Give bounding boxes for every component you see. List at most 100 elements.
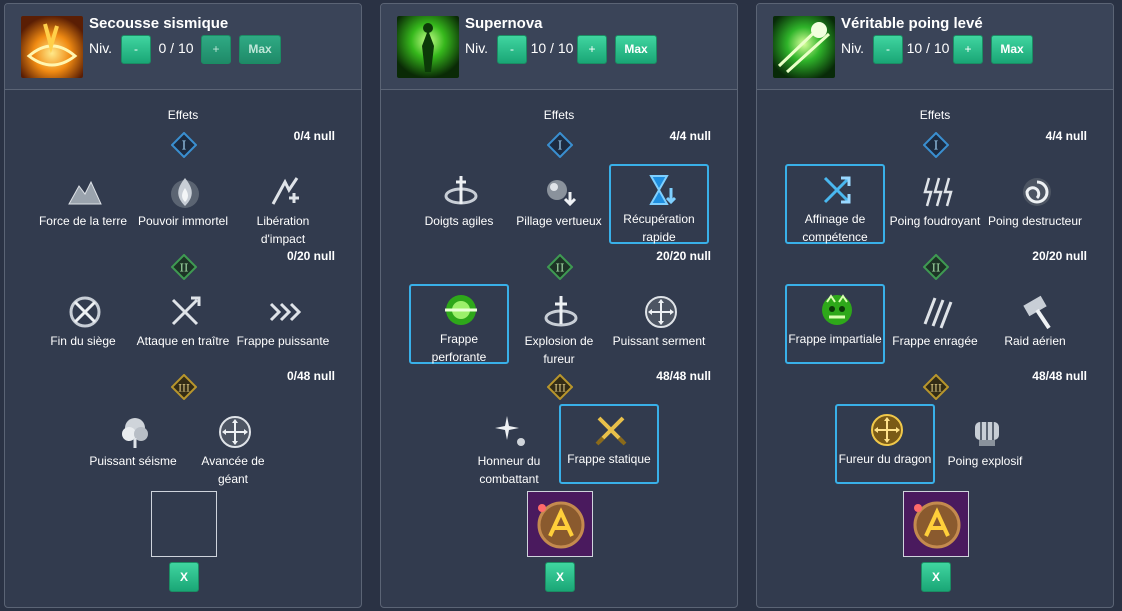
- bow-icon: [171, 296, 201, 326]
- skill-node[interactable]: Puissant serment: [609, 286, 709, 366]
- skill-label: Frappe statique: [567, 452, 651, 466]
- level-decrease-button[interactable]: -: [873, 35, 903, 64]
- skill-label: Frappe enragée: [892, 334, 978, 348]
- svg-text:I: I: [934, 139, 939, 153]
- skill-node[interactable]: Libération d'impact: [233, 166, 333, 246]
- skill-node[interactable]: Honneur du combattant: [459, 406, 559, 486]
- skill-node[interactable]: Poing foudroyant: [885, 166, 985, 246]
- tier-2-icon: II: [171, 254, 197, 280]
- mountain-icon: [68, 180, 102, 205]
- level-decrease-button[interactable]: -: [121, 35, 151, 64]
- skill-node[interactable]: Pouvoir immortel: [133, 166, 233, 246]
- level-max-button[interactable]: Max: [991, 35, 1033, 64]
- skill-node[interactable]: Explosion de fureur: [509, 286, 609, 366]
- skill-node[interactable]: Raid aérien: [985, 286, 1085, 366]
- tier-1-icon: I: [171, 132, 197, 158]
- skill-node[interactable]: Force de la terre: [33, 166, 133, 246]
- svg-text:II: II: [180, 262, 189, 275]
- skill-name: Secousse sismique: [89, 15, 229, 32]
- skill-node-selected[interactable]: Affinage de compétence: [785, 164, 885, 244]
- level-max-button[interactable]: Max: [615, 35, 657, 64]
- effects-title: Effets: [543, 108, 575, 122]
- skill-node[interactable]: Avancée de géant: [183, 406, 283, 486]
- level-increase-button[interactable]: +: [201, 35, 231, 64]
- level-decrease-button[interactable]: -: [497, 35, 527, 64]
- fist-icon: [975, 422, 999, 446]
- skill-label: Attaque en traître: [136, 334, 230, 348]
- remove-rune-button[interactable]: X: [921, 562, 951, 592]
- skill-panel-veritable-poing-leve: Véritable poing levé Niv. - 10 / 10 + Ma…: [756, 3, 1114, 608]
- skill-node[interactable]: Poing destructeur: [985, 166, 1085, 246]
- skill-node[interactable]: Frappe enragée: [885, 286, 985, 366]
- beast-face-icon: [822, 294, 852, 325]
- four-arrows-gold-icon: [871, 414, 903, 446]
- skill-node[interactable]: Poing explosif: [935, 406, 1035, 486]
- crossed-swords-icon: [595, 416, 627, 446]
- skill-node-selected[interactable]: Récupération rapide: [609, 164, 709, 244]
- sparkle-icon: [495, 416, 525, 446]
- svg-text:I: I: [182, 139, 187, 153]
- skill-label: Fin du siège: [50, 334, 116, 348]
- four-arrows-icon: [645, 296, 677, 328]
- level-max-button[interactable]: Max: [239, 35, 281, 64]
- remove-rune-button[interactable]: X: [169, 562, 199, 592]
- skill-label: Pouvoir immortel: [137, 214, 229, 228]
- skill-label: Avancée de géant: [201, 454, 265, 486]
- skill-node[interactable]: Pillage vertueux: [509, 166, 609, 246]
- skill-node[interactable]: Fin du siège: [33, 286, 133, 366]
- svg-text:II: II: [556, 262, 565, 275]
- skill-panel-secousse-sismique: Secousse sismique Niv. - 0 / 10 + Max Ef…: [4, 3, 362, 608]
- panel-header: Secousse sismique Niv. - 0 / 10 + Max: [5, 4, 361, 90]
- skill-label: Frappe perforante: [431, 332, 487, 364]
- level-increase-button[interactable]: +: [953, 35, 983, 64]
- rune-slot-empty[interactable]: [151, 491, 217, 557]
- skill-label: Récupération rapide: [623, 212, 695, 244]
- skill-node[interactable]: Doigts agiles: [409, 166, 509, 246]
- crossed-blades-icon: [69, 296, 101, 328]
- tier-3-icon: III: [923, 374, 949, 400]
- level-label: Niv.: [841, 40, 865, 56]
- tier-2-icon: II: [547, 254, 573, 280]
- tier-2-count: 0/20 null: [286, 249, 335, 263]
- skill-label: Puissant séisme: [89, 454, 177, 468]
- skill-label: Poing destructeur: [987, 214, 1083, 228]
- sword-burst-icon: [544, 296, 578, 327]
- skill-label: Poing explosif: [947, 454, 1023, 468]
- tier-3-count: 0/48 null: [286, 369, 335, 383]
- rune-slot[interactable]: [903, 491, 969, 557]
- tier-2-icon: II: [923, 254, 949, 280]
- level-increase-button[interactable]: +: [577, 35, 607, 64]
- skill-label: Affinage de compétence: [802, 212, 868, 244]
- svg-text:I: I: [558, 139, 563, 153]
- flame-icon: [171, 178, 199, 208]
- orb-down-arrow-icon: [547, 180, 577, 207]
- skill-node-selected[interactable]: Frappe perforante: [409, 284, 509, 364]
- tier-1-count: 0/4 null: [293, 129, 335, 143]
- sword-ring-icon: [444, 176, 478, 205]
- skill-icon-earthquake: [21, 16, 83, 78]
- skill-node[interactable]: Attaque en traître: [133, 286, 233, 366]
- tier-3-count: 48/48 null: [1032, 369, 1087, 383]
- panel-header: Supernova Niv. - 10 / 10 + Max: [381, 4, 737, 90]
- hourglass-icon: [649, 175, 677, 205]
- skill-panel-supernova: Supernova Niv. - 10 / 10 + Max Effets I …: [380, 3, 738, 608]
- remove-rune-button[interactable]: X: [545, 562, 575, 592]
- skill-icon-rising-fist: [773, 16, 835, 78]
- skill-label: Frappe puissante: [236, 334, 330, 348]
- skill-node-selected[interactable]: Fureur du dragon: [835, 404, 935, 484]
- chevrons-icon: [269, 302, 302, 322]
- skill-label: Raid aérien: [1004, 334, 1066, 348]
- skill-label: Pillage vertueux: [516, 214, 602, 228]
- effects-title: Effets: [919, 108, 951, 122]
- skill-node-selected[interactable]: Frappe impartiale: [785, 284, 885, 364]
- skill-node[interactable]: Puissant séisme: [83, 406, 183, 486]
- rune-slot[interactable]: [527, 491, 593, 557]
- skill-node[interactable]: Frappe puissante: [233, 286, 333, 366]
- skill-node-selected[interactable]: Frappe statique: [559, 404, 659, 484]
- svg-text:II: II: [932, 262, 941, 275]
- claw-slash-icon: [923, 297, 953, 329]
- hammer-icon: [1023, 295, 1051, 330]
- skill-icon-supernova: [397, 16, 459, 78]
- skill-name: Véritable poing levé: [841, 15, 983, 32]
- impact-icon: [271, 177, 299, 205]
